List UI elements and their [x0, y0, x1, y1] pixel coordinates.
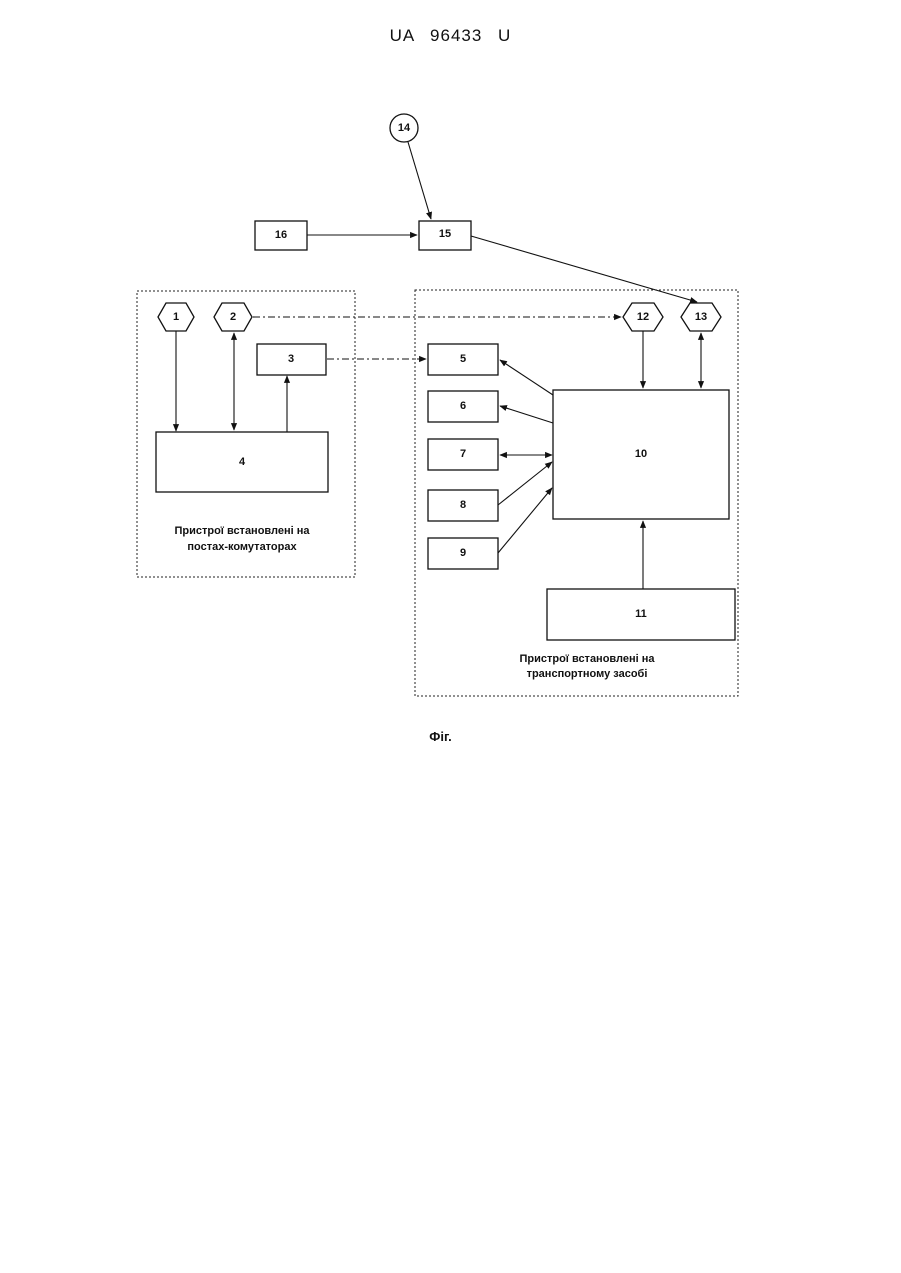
group-right-caption-line1: Пристрої встановлені на: [519, 653, 655, 665]
node-14-label: 14: [398, 122, 411, 134]
node-10: 10: [553, 390, 729, 519]
group-right-caption-line2: транспортному засобі: [527, 668, 648, 680]
node-15-label: 15: [439, 228, 451, 240]
arrow-10-to-5: [500, 360, 553, 395]
node-11-label: 11: [635, 608, 647, 620]
node-7-label: 7: [460, 448, 466, 460]
node-13: 13: [681, 303, 721, 331]
arrow-14-to-15: [408, 142, 431, 219]
node-9: 9: [428, 538, 498, 569]
arrow-9-to-10: [498, 488, 552, 553]
node-4: 4: [156, 432, 328, 492]
node-6-label: 6: [460, 400, 466, 412]
node-15: 15: [419, 221, 471, 250]
arrow-10-to-6: [500, 406, 553, 423]
group-left-caption-line1: Пристрої встановлені на: [174, 525, 310, 537]
node-10-label: 10: [635, 448, 647, 460]
node-6: 6: [428, 391, 498, 422]
node-2: 2: [214, 303, 252, 331]
node-14: 14: [390, 114, 418, 142]
group-left-caption-line2: постах-комутаторах: [187, 541, 297, 553]
node-2-label: 2: [230, 311, 236, 323]
node-13-label: 13: [695, 311, 707, 323]
arrow-15-to-13: [471, 236, 697, 302]
node-8: 8: [428, 490, 498, 521]
node-3: 3: [257, 344, 326, 375]
node-12: 12: [623, 303, 663, 331]
node-3-label: 3: [288, 353, 294, 365]
node-16: 16: [255, 221, 307, 250]
node-1: 1: [158, 303, 194, 331]
node-7: 7: [428, 439, 498, 470]
node-8-label: 8: [460, 499, 466, 511]
node-5: 5: [428, 344, 498, 375]
node-11: 11: [547, 589, 735, 640]
figure-caption: Фіг.: [0, 729, 881, 744]
node-12-label: 12: [637, 311, 649, 323]
node-4-label: 4: [239, 456, 246, 468]
node-16-label: 16: [275, 229, 287, 241]
node-9-label: 9: [460, 547, 466, 559]
node-1-label: 1: [173, 311, 179, 323]
node-5-label: 5: [460, 353, 466, 365]
